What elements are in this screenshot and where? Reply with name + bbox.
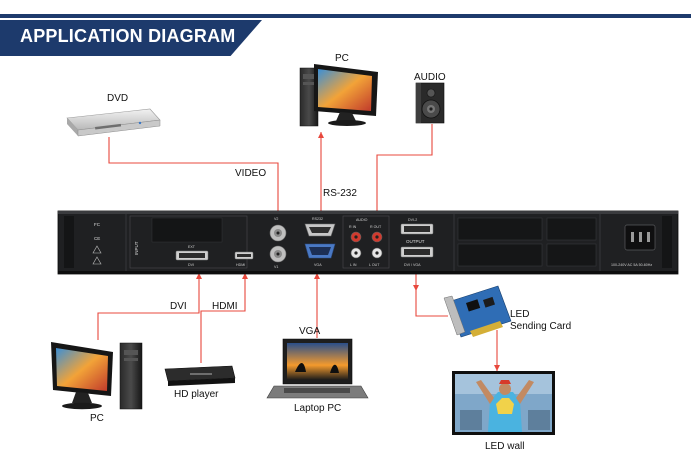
led-wall-icon (452, 371, 555, 435)
wire-output (415, 273, 448, 317)
speaker-icon (415, 82, 445, 124)
hdmi-port-label: HDMI (236, 263, 245, 267)
audio-label: AUDIO (414, 72, 446, 83)
dvi-vga-port-label: DVI / VGA (404, 263, 421, 267)
video-ports: V2 V1 RS232 VGA (269, 217, 336, 269)
audio-section: AUDIO R IN R OUT L IN L OUT (342, 215, 390, 269)
v2-port-label: V2 (274, 217, 278, 221)
title-banner (0, 20, 262, 56)
pc-bottom-icon (51, 342, 143, 410)
v1-port-label: V1 (274, 265, 278, 269)
wire-dvi (97, 273, 200, 340)
r-out-label: R OUT (370, 225, 382, 229)
pc-top-label: PC (335, 53, 349, 64)
sending-card-icon (443, 285, 512, 338)
arrow-led-wall (494, 365, 500, 371)
audio-panel-label: AUDIO (356, 218, 368, 222)
led-wall-label: LED wall (485, 441, 524, 452)
rs232-port-label: RS232 (312, 217, 323, 221)
ext-port-label: EXT (188, 245, 196, 249)
dvi-port-label: DVI (188, 263, 194, 267)
power-rating-label: 100-240V AC 5A 50-60Hz (611, 263, 652, 267)
vga-wire-label: VGA (299, 326, 320, 337)
arrow-hdmi (242, 273, 248, 279)
header-rule (0, 14, 691, 18)
sending-card-label-1: LED (510, 309, 529, 320)
video-wire-label: VIDEO (235, 168, 266, 179)
l-in-label: L IN (350, 263, 357, 267)
laptop-icon (266, 338, 369, 399)
output-section: DVI-2 OUTPUT DVI / VGA (400, 218, 434, 267)
hd-player-label: HD player (174, 389, 219, 400)
arrow-vga (314, 273, 320, 279)
hd-player-icon (164, 365, 236, 386)
fc-mark-icon: FC (94, 222, 101, 227)
rs232-wire-label: RS-232 (323, 188, 357, 199)
vga-port-label: VGA (314, 263, 322, 267)
output-panel-label: OUTPUT (406, 239, 425, 244)
shock-icon (92, 256, 102, 265)
blank-plates (457, 217, 597, 267)
power-section: 100-240V AC 5A 50-60Hz (611, 224, 656, 267)
dvd-label: DVD (107, 93, 128, 104)
pc-bottom-label: PC (90, 413, 104, 424)
input-section: INPUT EXT DVI HDMI (129, 215, 254, 269)
wire-video (108, 137, 279, 218)
l-out-label: L OUT (369, 263, 380, 267)
compliance-marks: FC CE (92, 222, 102, 265)
laptop-label: Laptop PC (294, 403, 341, 414)
dvi-wire-label: DVI (170, 301, 187, 312)
arrow-dvi (196, 273, 202, 279)
wire-audio (376, 124, 433, 218)
dvd-player-icon (66, 108, 161, 137)
arrow-output (413, 285, 419, 291)
wire-hdmi (200, 273, 246, 363)
sending-card-label-2: Sending Card (510, 321, 571, 332)
pc-top-icon (299, 64, 378, 127)
dvi2-port-label: DVI-2 (408, 218, 417, 222)
arrow-rs232-up (318, 132, 324, 138)
page-title: APPLICATION DIAGRAM (20, 26, 236, 46)
input-panel-label: INPUT (134, 241, 139, 255)
warning-icon (92, 245, 102, 254)
hdmi-wire-label: HDMI (212, 301, 238, 312)
ce-mark-icon: CE (94, 236, 100, 241)
r-in-label: R IN (349, 225, 357, 229)
